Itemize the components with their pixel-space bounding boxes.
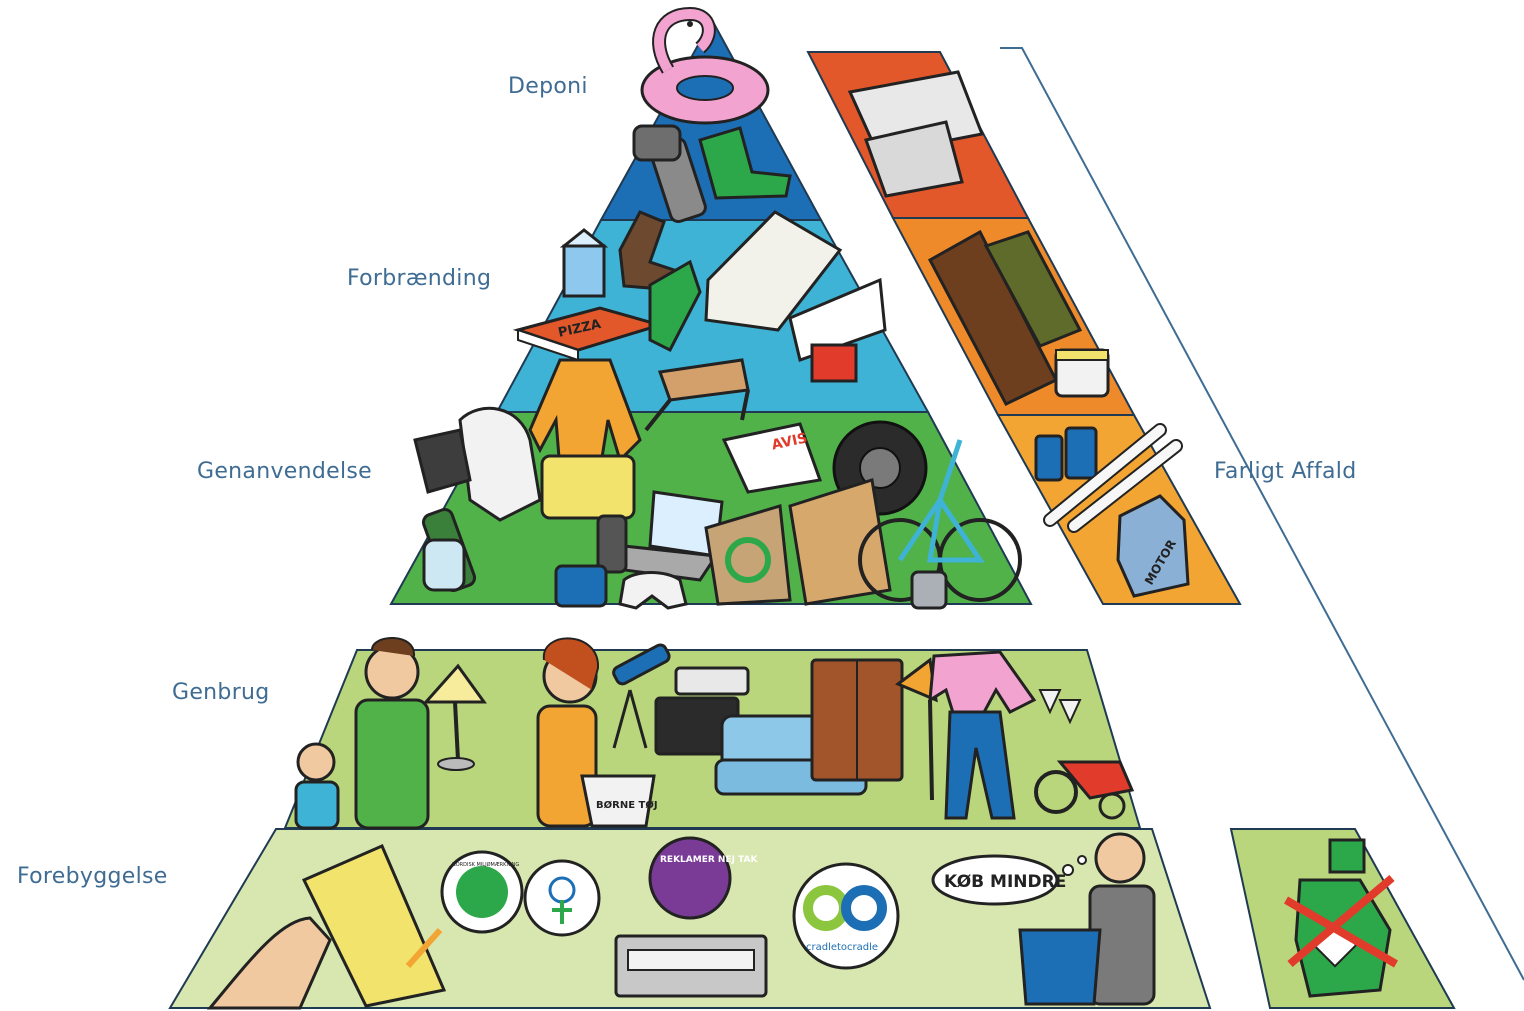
newspaper-icon: AVIS (721, 422, 823, 494)
shopper-figure-icon (1018, 832, 1156, 1006)
laptop-icon (607, 490, 724, 582)
cradle-to-cradle-logo-icon: cradletocradle (792, 862, 900, 970)
chair-icon (644, 358, 750, 432)
paper-roll-icon (413, 428, 472, 494)
hazard-bracket-line (1000, 47, 1524, 981)
nordic-label-text: NORDISK MILJØMÆRKNING (452, 861, 519, 868)
can-icon (910, 570, 948, 610)
nordic-ecolabel-icon: NORDISK MILJØMÆRKNING (440, 850, 524, 934)
newspaper-text: AVIS (770, 430, 809, 453)
tricycle-icon (1034, 760, 1135, 820)
mattress-icon (704, 210, 843, 332)
lamp-icon (422, 663, 487, 771)
rubber-ring-icon (640, 6, 770, 125)
stereo-icon (674, 666, 750, 696)
shirt-and-jeans-icon (928, 650, 1037, 820)
game-controller-icon (618, 571, 688, 610)
pipe-icon (632, 124, 707, 224)
speech-bubble-icon: KØB MINDRE (931, 854, 1087, 906)
radio-icon (554, 564, 608, 608)
milk-box-red-icon (810, 343, 858, 383)
jar-icon (422, 538, 466, 592)
motor-oil-can-icon: MOTOR (1116, 494, 1190, 598)
milk-carton-icon (559, 228, 609, 298)
level-label-genanvendelse: Genanvendelse (197, 459, 372, 484)
level-label-deponi: Deponi (508, 74, 588, 99)
kids-clothes-text: BØRNE TØJ (596, 799, 658, 811)
bicycle-icon (858, 439, 1022, 602)
paper-bag-recycle-icon (704, 504, 792, 606)
no-ads-sticker-icon: REKLAMER NEJ TAK (648, 836, 758, 920)
paint-can-icon (1054, 348, 1110, 398)
sock-icon (648, 259, 702, 353)
speech-bubble-text: KØB MINDRE (944, 872, 1066, 892)
shoe-icon (618, 210, 682, 292)
cradle-logo-text: cradletocradle (806, 942, 878, 953)
wine-glasses-icon (1038, 689, 1082, 725)
wardrobe-icon (810, 658, 904, 782)
level-label-genbrug: Genbrug (172, 680, 270, 705)
hazard-bottle-crossed-icon (1283, 838, 1399, 998)
eu-ecolabel-icon (523, 859, 601, 937)
fluorescent-tube-icon (1043, 423, 1183, 533)
bag-icon (788, 277, 887, 362)
phone-icon (596, 514, 628, 574)
child-figure-icon (294, 742, 340, 830)
woman-figure-icon (536, 637, 600, 828)
kids-clothes-basket-icon: BØRNE TØJ (580, 774, 658, 828)
man-figure-icon (354, 637, 430, 830)
level-label-forebyggelse: Forebyggelse (17, 864, 168, 889)
battery-icon (1034, 426, 1098, 482)
telescope-icon (612, 643, 671, 749)
mail-slot-icon (614, 934, 768, 998)
cardboard-box-icon (788, 478, 892, 606)
yellow-cushion-icon (540, 454, 636, 520)
plastic-chair-icon (458, 406, 542, 522)
level-label-forbraending: Forbrænding (347, 266, 492, 291)
hazard-band-low (996, 414, 1242, 605)
hazard-label: Farligt Affald (1214, 459, 1357, 484)
asbestos-sheet-icon (847, 70, 985, 198)
no-ads-text: REKLAMER NEJ TAK (660, 855, 758, 865)
hand-holding-product-icon (206, 844, 447, 1010)
rubber-boot-icon (698, 126, 792, 200)
